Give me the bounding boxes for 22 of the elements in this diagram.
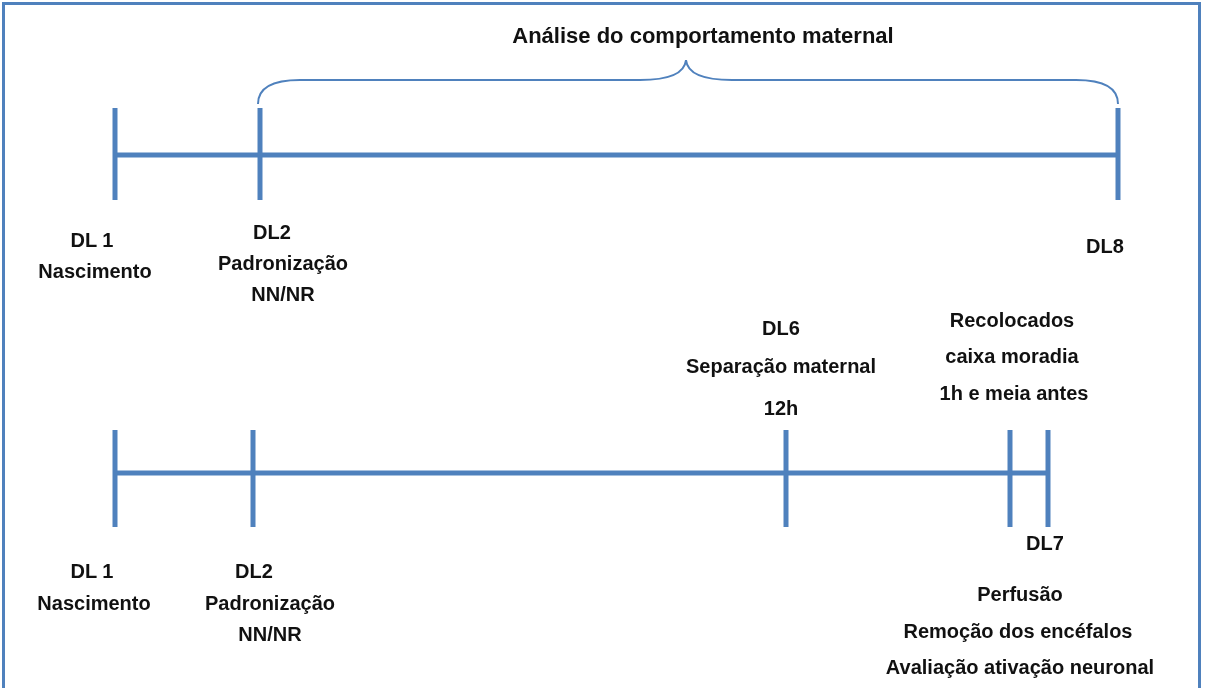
day-label: DL 1 [70, 229, 114, 251]
event-label: Perfusão [977, 583, 1063, 605]
day-label: DL2 [253, 221, 291, 243]
event-label: Padronização [205, 592, 335, 614]
event-label: NN/NR [251, 283, 315, 305]
event-label: Separação maternal [685, 355, 877, 377]
day-label: DL 1 [70, 560, 114, 582]
day-label: DL2 [235, 560, 273, 582]
event-label: Nascimento [37, 592, 151, 614]
event-label: Avaliação ativação neuronal [885, 656, 1155, 678]
event-label: Remoção dos encéfalos [903, 620, 1133, 642]
day-label: DL8 [1086, 235, 1124, 257]
brace-label: Análise do comportamento maternal [512, 23, 894, 49]
day-label: DL7 [1026, 532, 1064, 554]
event-label: Padronização [218, 252, 348, 274]
event-label: Nascimento [38, 260, 152, 282]
day-label: DL6 [762, 317, 800, 339]
event-label: 1h e meia antes [939, 382, 1089, 404]
event-label: Recolocados [949, 309, 1075, 331]
event-label: caixa moradia [945, 345, 1079, 367]
event-label: 12h [763, 397, 799, 419]
event-label: NN/NR [238, 623, 302, 645]
